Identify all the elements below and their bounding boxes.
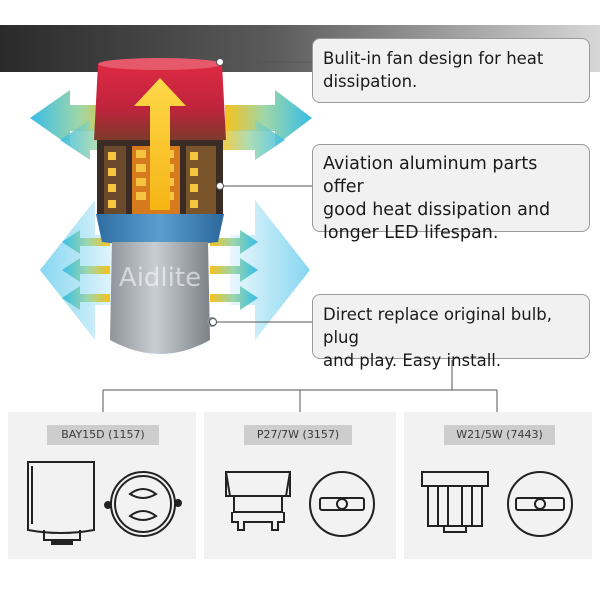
metal-base: [110, 242, 210, 354]
callout-line: and play. Easy install.: [323, 351, 502, 370]
aluminum-parts-callout: Aviation aluminum parts offer good heat …: [312, 144, 590, 243]
bay15d-socket-icon: [104, 471, 182, 537]
p27-panel: P27/7W (3157): [204, 412, 396, 559]
base-pin: [207, 317, 217, 327]
callout-line: Aviation aluminum parts offer: [323, 154, 538, 197]
model-label: P27/7W (3157): [244, 425, 352, 445]
w21-panel: W21/5W (7443): [404, 412, 592, 559]
callout-line: dissipation.: [323, 72, 418, 91]
aluminum-collar: [96, 214, 224, 246]
direct-replace-callout: Direct replace original bulb, plug and p…: [312, 294, 590, 370]
p27-socket-icon: [309, 471, 375, 537]
w21-bulb-side-icon: [421, 471, 489, 533]
p27-bulb-side-icon: [225, 471, 291, 531]
upward-heat-arrow: [134, 78, 186, 210]
bay15d-panel: BAY15D (1157): [8, 412, 196, 559]
w21-socket-icon: [507, 471, 573, 537]
right-airflow-big-arrow: [230, 200, 310, 340]
model-label: BAY15D (1157): [47, 425, 159, 445]
right-upper-airflow-arrows: [220, 90, 312, 160]
callout-line: good heat dissipation and: [323, 200, 551, 220]
callout-line: longer LED lifespan.: [323, 223, 499, 243]
fan-design-callout: Bulit-in fan design for heat dissipation…: [312, 38, 590, 103]
watermark-text: Aidlite: [119, 263, 201, 293]
left-lower-airflow-arrows: [62, 230, 110, 310]
model-label: W21/5W (7443): [444, 425, 555, 445]
bay15d-bulb-side-icon: [27, 461, 95, 545]
callout-line: Direct replace original bulb, plug: [323, 305, 553, 347]
callout-line: Bulit-in fan design for heat: [323, 49, 544, 68]
right-lower-airflow-arrows: [210, 230, 258, 310]
